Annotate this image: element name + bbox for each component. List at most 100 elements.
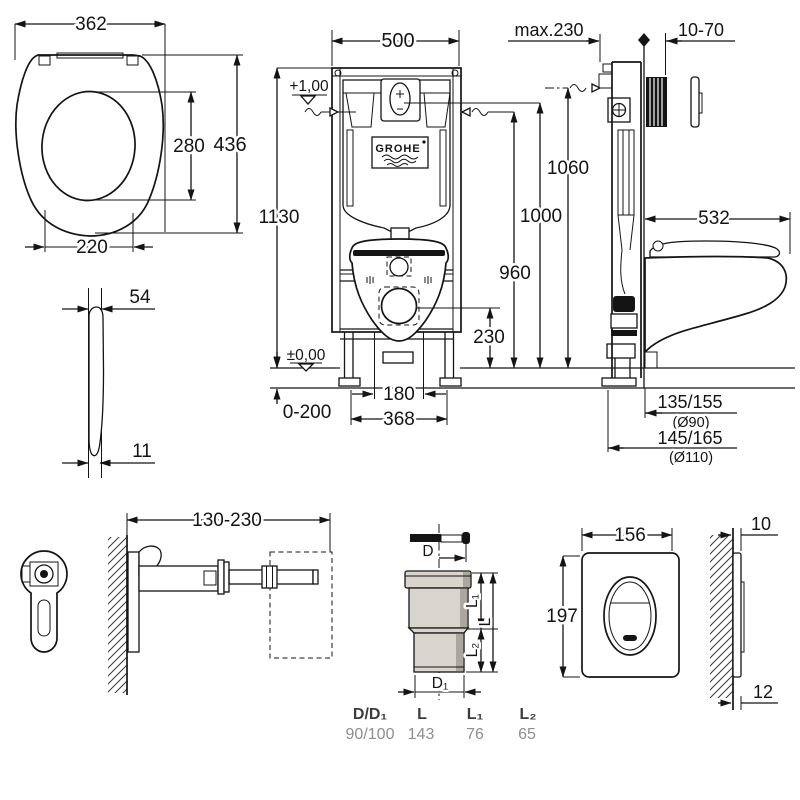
inlet-port: [389, 257, 409, 277]
plus-icon: [396, 90, 404, 98]
level-mark-floor: ±0,00: [284, 345, 328, 372]
table-header: L: [417, 706, 427, 723]
dim-floor-buildup: 0-200: [283, 402, 332, 423]
pipe-lower: [413, 632, 465, 673]
table-value: 90/100: [346, 726, 395, 743]
dim-base-width: 368: [383, 409, 415, 430]
dim-plate-offset-top: 10: [751, 514, 771, 534]
protection-box: [646, 77, 667, 127]
fixing-bolt-right: [424, 276, 432, 284]
dim-pipe-l: L: [477, 617, 494, 626]
break-arrow-wall: [569, 82, 602, 94]
break-arrow-right: [460, 106, 514, 118]
level-triangle-icon: [299, 95, 317, 105]
bowl-rim-band: [353, 250, 445, 256]
pipe-collar: [404, 570, 472, 589]
dim-bracket-range: 130-230: [192, 510, 262, 531]
dim-seat-height: 436: [213, 134, 246, 156]
outlet-bend: [606, 343, 636, 359]
dim-wall-thickness: 10-70: [678, 20, 724, 40]
dim-plate-height: 197: [546, 606, 578, 627]
rod-nut: [261, 565, 278, 589]
dim-bolt-spacing: 180: [383, 384, 415, 405]
wall-anchor-block: [607, 97, 631, 123]
bracket-view: 130-230: [20, 508, 333, 695]
dim-profile-top: 54: [129, 287, 151, 308]
plate-side-profile: [732, 552, 742, 678]
dim-outlet-b: 145/165: [657, 428, 722, 448]
wall-plane-diamond-icon: [638, 33, 650, 47]
table-value: 65: [518, 726, 536, 743]
seat-hinge-left: [38, 55, 51, 66]
dim-pipe-l2: L₂: [464, 643, 481, 658]
anchor-bolt-icon: [611, 102, 627, 118]
seat-profile: [88, 306, 105, 457]
dim-height-water: 960: [499, 263, 531, 284]
dim-seat-inner: 280: [173, 136, 205, 157]
seat-lid-edge: [56, 52, 124, 59]
wall-hatching: [108, 537, 127, 693]
dim-outlet-a-dia: (Ø90): [672, 415, 709, 431]
bowl-side-outline: [644, 255, 788, 352]
bowl-outlet-stub: [644, 351, 658, 369]
dim-max-depth: max.230: [514, 20, 583, 40]
dim-pipe-l1: L₁: [464, 594, 481, 608]
outlet-port: [380, 287, 418, 325]
dim-outlet-b-dia: (Ø110): [669, 450, 713, 466]
seat-top-view: 362 436 280 220: [14, 12, 249, 261]
table-header: L₂: [520, 706, 537, 723]
dim-bowl-depth: 532: [698, 208, 730, 229]
seat-hinge-icon: [652, 240, 664, 252]
brand-text: GROHE: [375, 143, 420, 155]
dim-seat-bottom: 220: [76, 237, 108, 258]
table-value: 76: [466, 726, 484, 743]
frame-foot-side: [601, 377, 637, 387]
dim-outlet-a: 135/155: [657, 392, 722, 412]
bracket-arm: [138, 565, 219, 592]
front-view: GROHE: [256, 28, 507, 433]
dim-height-top: 1060: [547, 158, 589, 179]
actuator-plate: [380, 78, 421, 122]
flush-button-outer: [603, 576, 657, 656]
flush-bend: [613, 296, 635, 312]
table-header: D/D₁: [353, 706, 388, 723]
grohe-logo: GROHE: [371, 136, 429, 169]
dim-seat-width: 362: [75, 14, 107, 35]
seat-outline: [15, 54, 165, 237]
cistern-right-pocket: [423, 92, 451, 128]
level-mark-upper: +1,00: [287, 76, 331, 105]
seat-side-on-bowl: [649, 240, 781, 258]
fixing-bolt-left: [366, 276, 374, 284]
dim-pipe-d1: D₁: [432, 675, 448, 692]
frame-position-dashed: [269, 551, 333, 659]
flush-plate: [581, 552, 680, 678]
pipe-rod: [410, 534, 441, 542]
level-triangle-icon: [297, 363, 315, 372]
pipe-upper: [408, 587, 469, 629]
actuator-oval: [389, 82, 411, 116]
frame-foot-left: [338, 377, 361, 387]
dim-height-actuator: 1000: [520, 206, 562, 227]
pipe-size-table: D/D₁ L L₁ L₂ 90/100 143 76 65: [346, 706, 537, 743]
table-header: L₁: [467, 706, 484, 723]
bracket-wall-plate: [127, 551, 140, 653]
frame-foot-right: [439, 377, 462, 387]
dim-plate-width: 156: [614, 525, 646, 546]
bowl-bottom-tab: [382, 351, 414, 364]
seat-side-view: 54 11: [62, 285, 155, 478]
break-arrow-left: [304, 106, 356, 118]
dim-frame-height: 1130: [259, 207, 300, 228]
dim-pipe-d: D: [422, 543, 433, 560]
dim-frame-width: 500: [381, 30, 414, 52]
dim-outlet-height: 230: [473, 327, 505, 348]
seat-hinge-right: [126, 55, 139, 66]
keyhole-plate: [20, 550, 68, 653]
flush-button-inner: [608, 581, 652, 651]
flush-plate-view: 156 197 10 12: [544, 512, 778, 710]
pipe-view: D L₁ L₂ L D₁ D/D₁ L L₁ L₂ 90/: [346, 524, 537, 743]
table-value: 143: [408, 726, 435, 743]
dim-plate-offset-bottom: 12: [753, 682, 773, 702]
registered-mark-icon: [422, 140, 426, 144]
